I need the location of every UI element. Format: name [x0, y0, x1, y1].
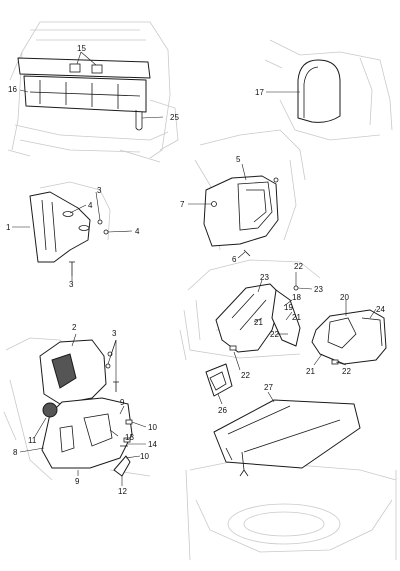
partition-clip [91, 64, 103, 74]
callout-17: 17 [255, 88, 264, 97]
screw [69, 261, 75, 276]
clip [125, 419, 133, 425]
callout-7: 7 [180, 200, 185, 209]
callout-24: 24 [376, 305, 385, 314]
callout-15: 15 [77, 44, 86, 53]
clip [123, 437, 131, 443]
screw [243, 249, 251, 257]
group-quarter-trim [12, 181, 133, 281]
callout-11: 11 [28, 436, 37, 445]
callout-23-top: 23 [260, 273, 269, 282]
screw [105, 363, 111, 369]
callout-18: 18 [292, 293, 301, 302]
callout-6: 6 [232, 255, 237, 264]
callout-21-mid: 21 [292, 313, 301, 322]
callout-25: 25 [170, 113, 179, 122]
callout-23-right: 23 [314, 285, 323, 294]
callout-3-bottom: 3 [69, 280, 74, 289]
callout-5: 5 [236, 155, 241, 164]
callout-3-lower: 3 [112, 329, 117, 338]
trunk-lid-trim [205, 363, 233, 397]
partition-clip [69, 63, 81, 73]
callout-9-top: 9 [120, 398, 125, 407]
hook-part [135, 110, 143, 131]
callout-22-right: 22 [342, 367, 351, 376]
callout-14: 14 [148, 440, 157, 449]
group-rear-partition [7, 21, 179, 163]
group-trunk-trims [179, 259, 387, 405]
speaker-grille [42, 402, 58, 418]
group-wheelhouse [264, 39, 393, 141]
group-lower-quarter [3, 333, 151, 486]
wheelhouse-cover [297, 59, 341, 123]
callout-10-top: 10 [148, 423, 157, 432]
speaker-opening [51, 353, 77, 389]
callout-13: 13 [125, 433, 134, 442]
callout-3-top: 3 [97, 186, 102, 195]
clip [331, 359, 339, 365]
callout-22-top: 22 [294, 262, 303, 271]
clip [229, 345, 237, 351]
callout-8: 8 [13, 448, 18, 457]
callout-4-right: 4 [135, 227, 140, 236]
callout-9-bottom: 9 [75, 477, 80, 486]
callout-12: 12 [118, 487, 127, 496]
screw [103, 229, 109, 235]
callout-21-left: 21 [254, 318, 263, 327]
callout-1: 1 [6, 223, 11, 232]
callout-16: 16 [8, 85, 17, 94]
quarter-trim-panel [29, 191, 91, 263]
car-body-outline-top-left [7, 21, 179, 163]
callout-4-top: 4 [88, 201, 93, 210]
trunk-floor-board [213, 399, 361, 469]
group-side-trim [188, 129, 306, 259]
callout-10-bottom: 10 [140, 452, 149, 461]
callout-22-left: 22 [241, 371, 250, 380]
screw [113, 381, 119, 392]
car-body-outline-bottom-right [185, 461, 397, 561]
retainer-clip [273, 177, 279, 183]
group-trunk-floor [185, 391, 397, 561]
clip [293, 285, 299, 291]
trunk-side-trim-right [311, 309, 387, 365]
floor-handle [239, 451, 249, 477]
callout-20: 20 [340, 293, 349, 302]
screw [97, 219, 103, 225]
callout-26: 26 [218, 406, 227, 415]
callout-2: 2 [72, 323, 77, 332]
side-trim-panel [203, 175, 279, 247]
small-cover [113, 455, 131, 477]
callout-labels: 15 16 25 17 5 7 6 3 4 1 4 3 23 22 23 18 … [6, 44, 385, 496]
callout-27: 27 [264, 383, 273, 392]
trunk-side-trim-strip [271, 289, 301, 347]
trim-clip [78, 225, 90, 231]
partition-panel [17, 57, 151, 79]
car-body-outline-top-right [264, 39, 393, 141]
callout-19: 19 [284, 303, 293, 312]
retainer-clip [211, 201, 217, 207]
callout-22-mid: 22 [270, 330, 279, 339]
callout-21-right: 21 [306, 367, 315, 376]
